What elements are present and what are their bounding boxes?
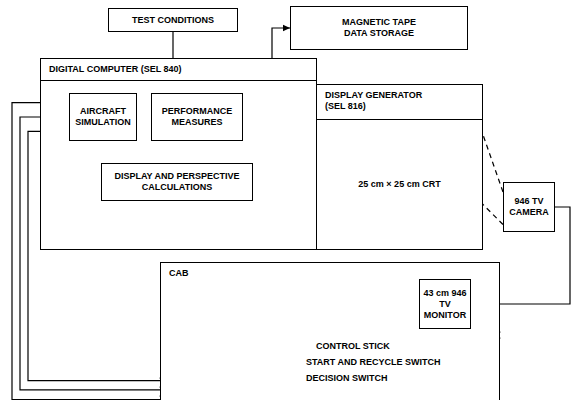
process-box: PERFORMANCE MEASURES xyxy=(151,93,243,141)
box-label: 946 TV CAMERA xyxy=(506,196,552,218)
box-label: AIRCRAFT SIMULATION xyxy=(73,106,133,128)
process-box: MAGNETIC TAPE DATA STORAGE xyxy=(290,6,468,50)
group-box: DIGITAL COMPUTER (SEL 840) AIRCRAFT SIMUL… xyxy=(40,58,317,250)
box-label: 25 cm × 25 cm CRT xyxy=(358,179,440,190)
process-box: TEST CONDITIONS xyxy=(108,8,238,32)
group-box: DISPLAY GENERATOR (SEL 816) 25 cm × 25 cm… xyxy=(316,84,483,250)
dashed-view-line xyxy=(482,132,503,192)
control-label: DECISION SWITCH xyxy=(306,373,388,384)
box-label: PERFORMANCE MEASURES xyxy=(154,106,240,128)
process-box: AIRCRAFT SIMULATION xyxy=(69,93,137,141)
box-label: 43 cm 946 TV MONITOR xyxy=(422,288,468,321)
box-heading: DISPLAY GENERATOR (SEL 816) xyxy=(317,85,443,117)
process-box: 25 cm × 25 cm CRT xyxy=(317,119,482,249)
box-label: DISPLAY AND PERSPECTIVE CALCULATIONS xyxy=(112,171,242,193)
control-label: START AND RECYCLE SWITCH xyxy=(306,357,441,368)
box-heading: DIGITAL COMPUTER (SEL 840) xyxy=(41,59,316,81)
box-label: TEST CONDITIONS xyxy=(132,15,214,26)
signal-connector xyxy=(172,32,173,58)
box-label: MAGNETIC TAPE DATA STORAGE xyxy=(331,17,427,39)
process-box: 43 cm 946 TV MONITOR xyxy=(419,279,471,329)
process-box: 946 TV CAMERA xyxy=(503,182,555,232)
process-box: DISPLAY AND PERSPECTIVE CALCULATIONS xyxy=(101,163,253,201)
control-label: CONTROL STICK xyxy=(316,341,390,352)
dashed-view-line xyxy=(482,204,503,225)
